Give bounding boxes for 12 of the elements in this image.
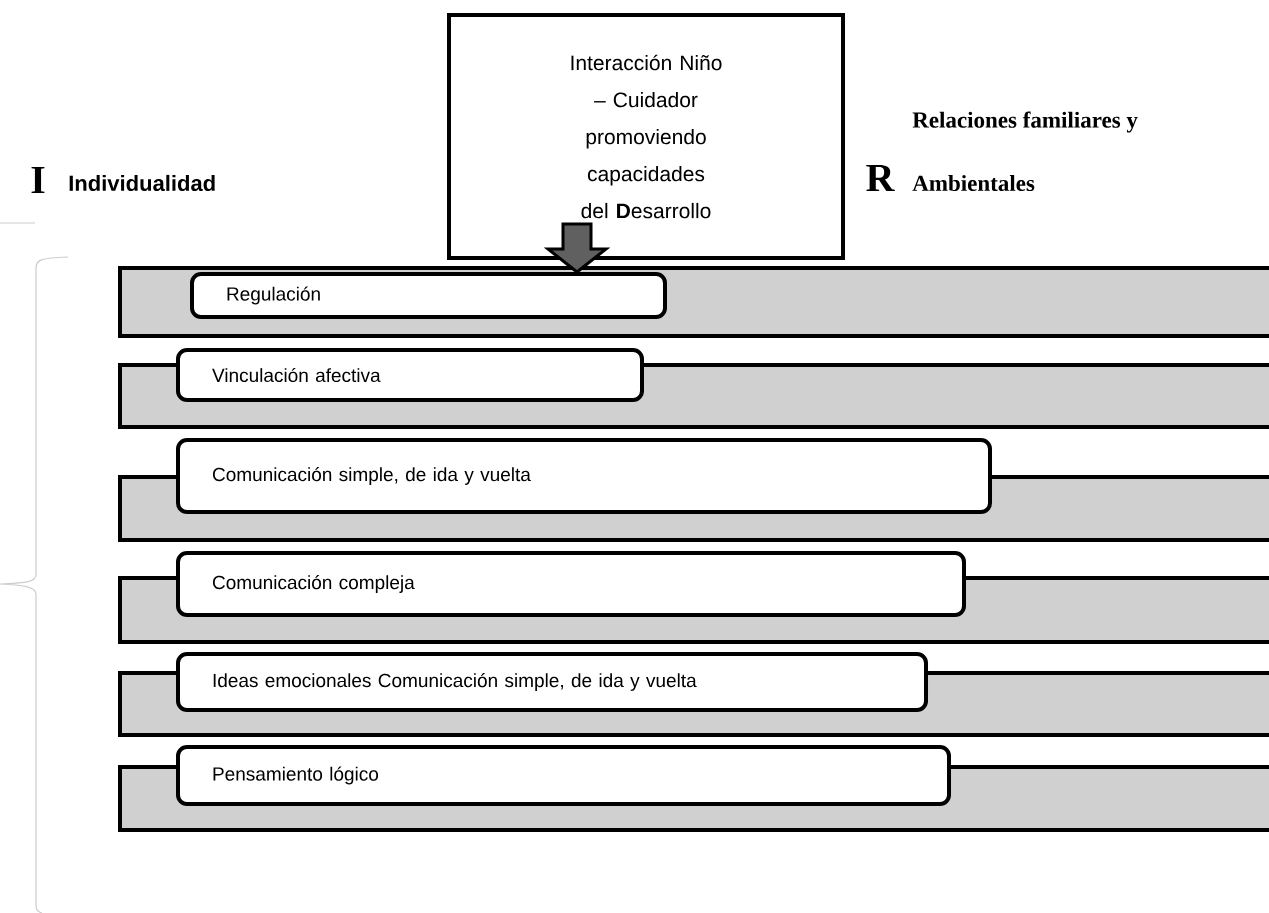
heading-text: Ambientales <box>912 174 1035 192</box>
stage-box: Pensamiento lógico <box>176 745 951 806</box>
stage-box: Regulación <box>190 272 667 319</box>
initial-letter: I <box>31 166 45 194</box>
stage-box: Comunicación compleja <box>176 551 966 617</box>
stage-box: Comunicación simple, de ida y vuelta <box>176 438 992 514</box>
text-box: Interacción Niño – Cuidador promoviendo capacidades del Desarrollo <box>447 13 845 260</box>
heading-text: Relaciones familiares y <box>912 111 1138 133</box>
heading-text: Individualidad <box>69 174 215 192</box>
stage-box: Ideas emocionales Comunicación simple, de ida y vuelta <box>176 652 928 712</box>
stage-box: Vinculación afectiva <box>176 348 644 402</box>
block-arrow <box>543 222 611 274</box>
